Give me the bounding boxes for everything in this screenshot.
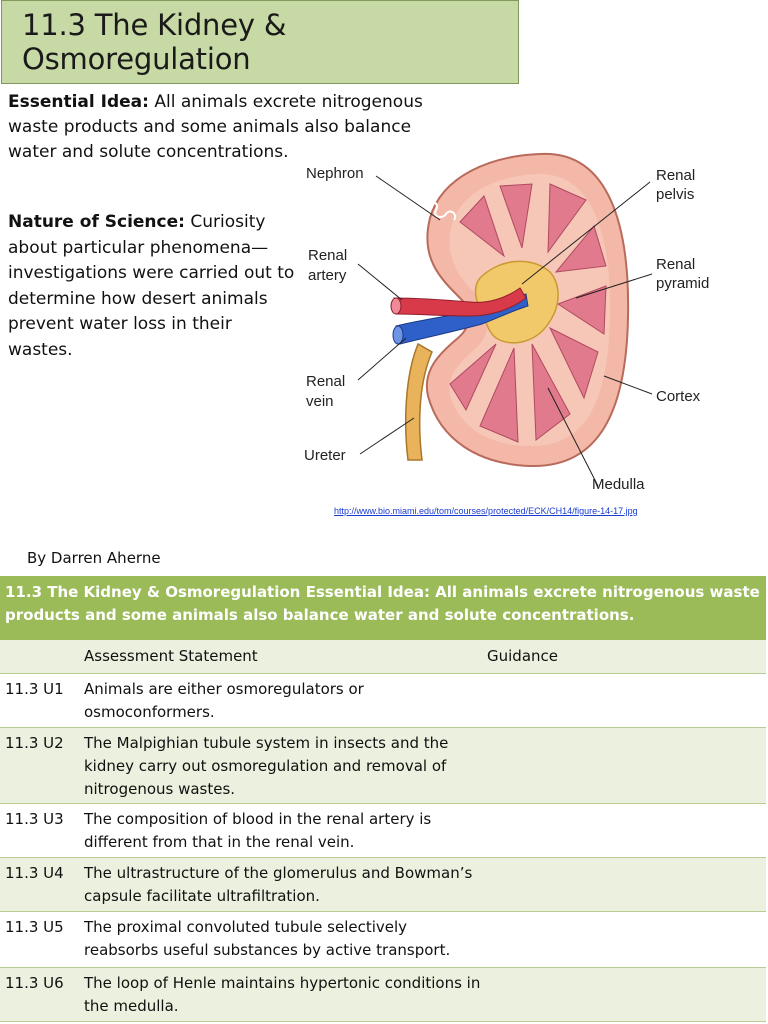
row-guidance	[484, 916, 766, 963]
label-renal-vein-1: Renal	[306, 373, 345, 390]
row-guidance	[484, 732, 766, 799]
label-medulla: Medulla	[592, 476, 645, 493]
row-code: 11.3 U3	[5, 810, 64, 828]
kidney-diagram: Nephron Renal artery Renal vein Ureter R…	[300, 148, 768, 503]
essential-idea-label: Essential Idea:	[8, 92, 149, 112]
title-banner: 11.3 The Kidney & Osmoregulation	[1, 0, 519, 84]
row-code: 11.3 U1	[5, 680, 64, 698]
table-row: 11.3 U6 The loop of Henle maintains hype…	[0, 968, 766, 1022]
row-statement: The ultrastructure of the glomerulus and…	[84, 864, 473, 905]
row-statement: The composition of blood in the renal ar…	[84, 810, 432, 851]
row-guidance	[484, 808, 766, 853]
row-code: 11.3 U4	[5, 864, 64, 882]
label-renal-pelvis-1: Renal	[656, 167, 695, 184]
renal-artery	[393, 287, 527, 317]
row-statement: The Malpighian tubule system in insects …	[84, 734, 449, 798]
row-code: 11.3 U2	[5, 734, 64, 752]
nature-of-science-label: Nature of Science:	[8, 212, 185, 232]
kidney-illustration: Nephron Renal artery Renal vein Ureter R…	[304, 152, 709, 493]
essential-idea-text: All animals excrete nitrogenous waste pr…	[8, 92, 423, 162]
label-ureter: Ureter	[304, 447, 346, 464]
renal-pyramids	[449, 183, 607, 443]
row-guidance	[484, 972, 766, 1017]
source-link[interactable]: http://www.bio.miami.edu/tom/courses/pro…	[334, 506, 638, 516]
table-header: 11.3 The Kidney & Osmoregulation Essenti…	[0, 576, 766, 640]
label-renal-artery-1: Renal	[308, 247, 347, 264]
table-row: 11.3 U1 Animals are either osmoregulator…	[0, 674, 766, 728]
row-code: 11.3 U6	[5, 974, 64, 992]
row-guidance	[484, 862, 766, 907]
assessment-table: 11.3 The Kidney & Osmoregulation Essenti…	[0, 576, 766, 1022]
row-guidance	[484, 678, 766, 723]
ureter	[404, 342, 433, 461]
label-renal-pelvis-2: pelvis	[656, 186, 694, 203]
page-title: 11.3 The Kidney & Osmoregulation	[22, 8, 287, 76]
byline: By Darren Aherne	[27, 549, 161, 567]
col-assessment-label: Assessment Statement	[84, 647, 258, 665]
col-guidance-label: Guidance	[487, 647, 558, 665]
row-code: 11.3 U5	[5, 918, 64, 936]
label-renal-artery-2: artery	[308, 267, 347, 284]
row-statement: Animals are either osmoregulators or osm…	[84, 680, 364, 721]
essential-idea: Essential Idea: All animals excrete nitr…	[8, 90, 428, 165]
table-row: 11.3 U4 The ultrastructure of the glomer…	[0, 858, 766, 912]
row-statement: The proximal convoluted tubule selective…	[84, 918, 451, 959]
label-nephron: Nephron	[306, 165, 364, 182]
label-renal-pyramid-1: Renal	[656, 256, 695, 273]
table-row: 11.3 U2 The Malpighian tubule system in …	[0, 728, 766, 804]
table-column-labels: Assessment Statement Guidance	[0, 640, 766, 674]
table-row: 11.3 U5 The proximal convoluted tubule s…	[0, 912, 766, 968]
nephron-detail	[425, 201, 456, 221]
nature-of-science: Nature of Science: Curiosity about parti…	[8, 210, 298, 363]
label-cortex: Cortex	[656, 388, 701, 405]
label-renal-pyramid-2: pyramid	[656, 275, 709, 292]
label-renal-vein-2: vein	[306, 393, 334, 410]
row-statement: The loop of Henle maintains hypertonic c…	[84, 974, 481, 1015]
table-row: 11.3 U3 The composition of blood in the …	[0, 804, 766, 858]
nature-of-science-text: Curiosity about particular phenomena—inv…	[8, 212, 295, 360]
